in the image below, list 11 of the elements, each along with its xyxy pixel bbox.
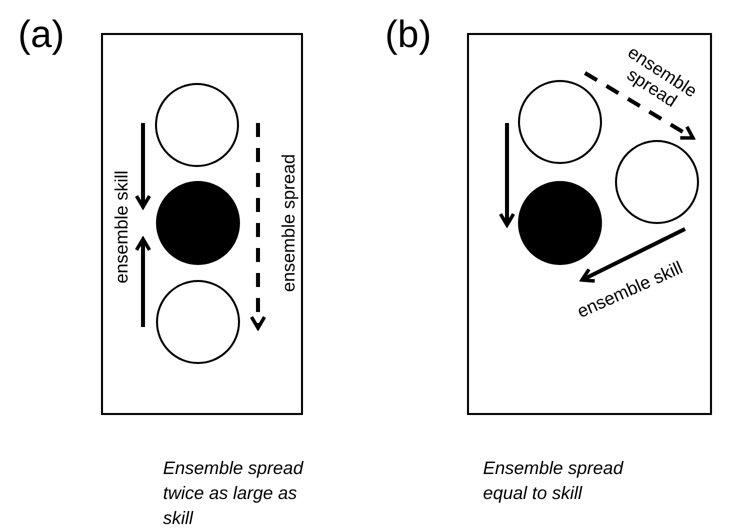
dashed-arrow <box>584 71 695 140</box>
panel-label: (a) <box>18 14 64 56</box>
arrow <box>580 227 686 283</box>
panel-label: (b) <box>385 14 432 56</box>
edge-label: ensemble spread <box>280 154 298 292</box>
dashed-arrow <box>250 123 266 330</box>
panel-caption: Ensemble spread equal to skill <box>483 457 624 505</box>
arrow <box>134 123 152 209</box>
panel-caption: Ensemble spread twice as large as skill <box>163 457 304 530</box>
arrow <box>134 237 152 327</box>
arrow <box>498 123 516 227</box>
